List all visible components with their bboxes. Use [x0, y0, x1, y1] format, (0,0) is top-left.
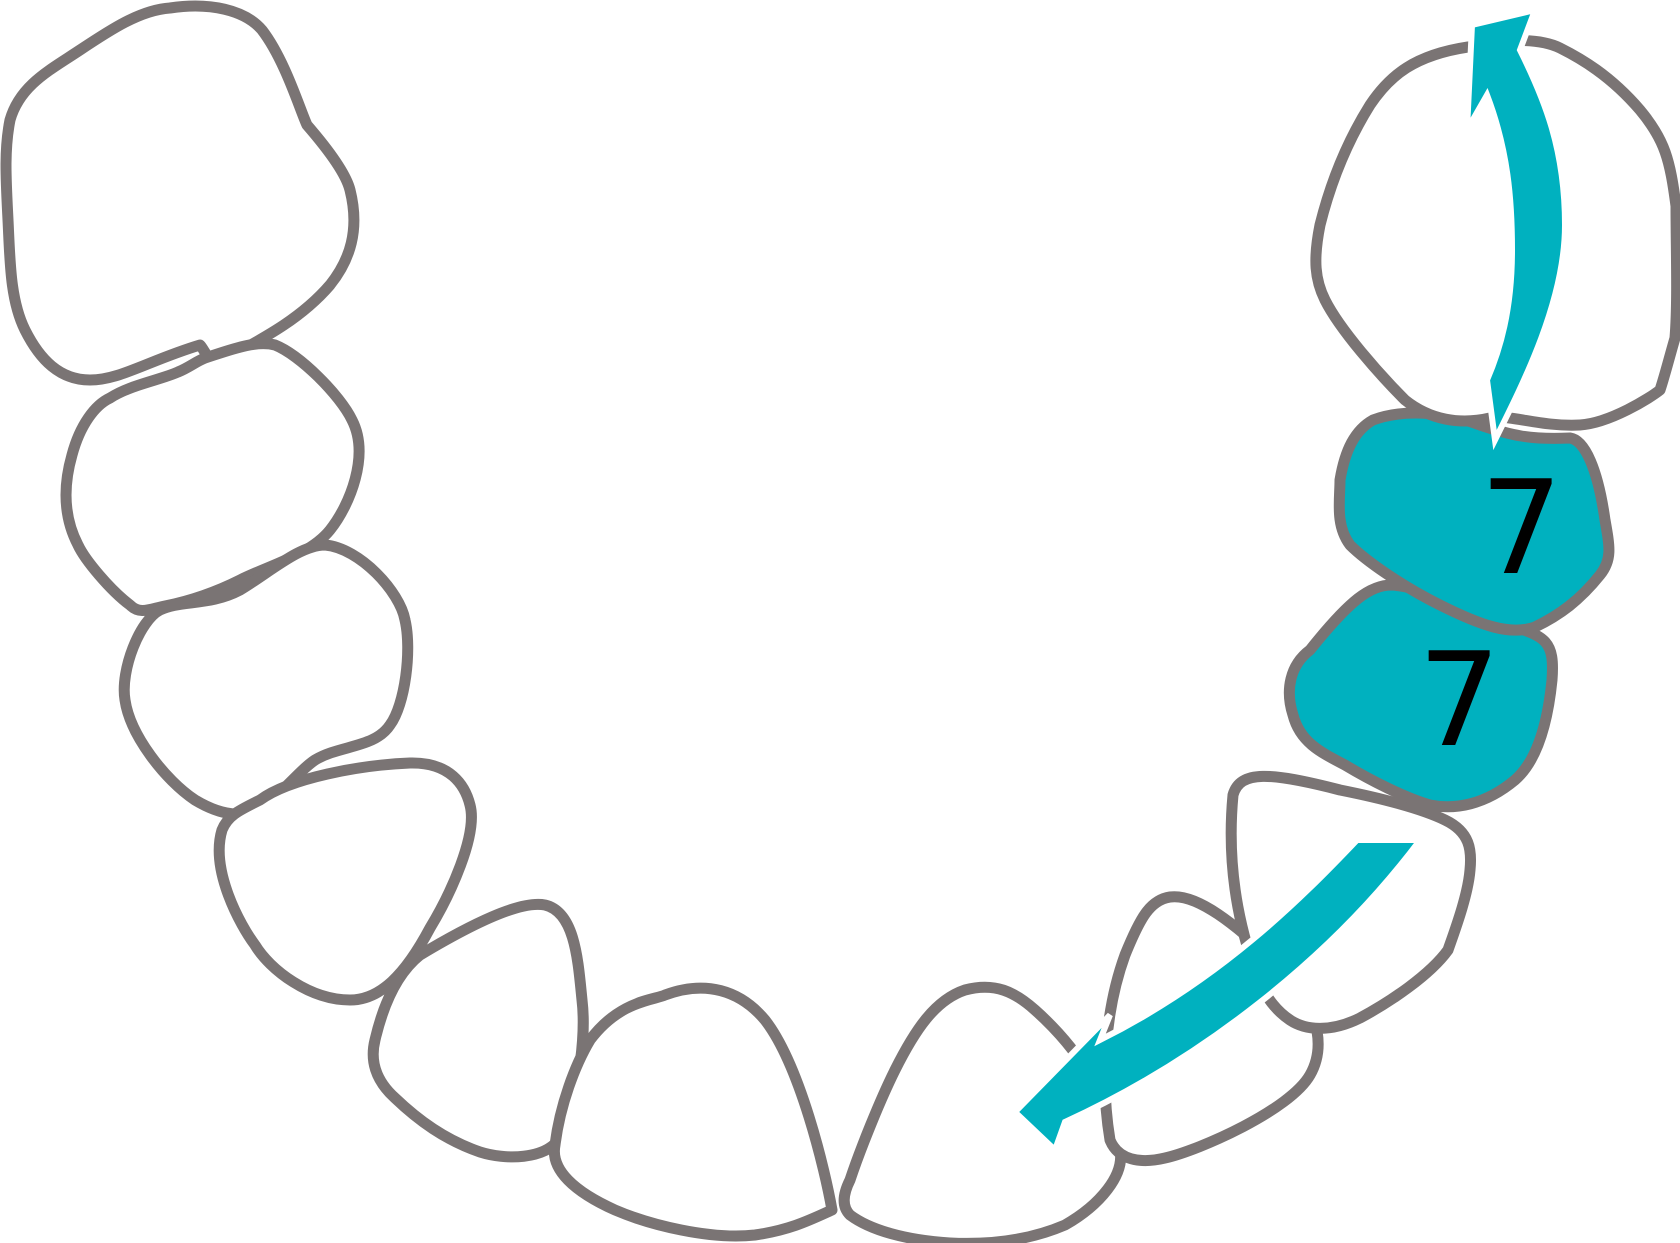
tooth-left-central-incisor	[548, 982, 838, 1242]
upward-curved-arrow	[1464, 5, 1569, 451]
down-left-curved-arrow	[1010, 837, 1427, 1156]
tooth-left-premolar-1	[118, 539, 414, 820]
tooth-label-upper: 7	[1480, 452, 1563, 604]
tooth-right-molar-back	[1310, 34, 1680, 431]
tooth-left-canine	[367, 898, 589, 1163]
tooth-right-premolar-1	[1333, 407, 1615, 636]
tooth-left-molar-back	[0, 0, 360, 386]
tooth-label-lower: 7	[1418, 624, 1501, 776]
